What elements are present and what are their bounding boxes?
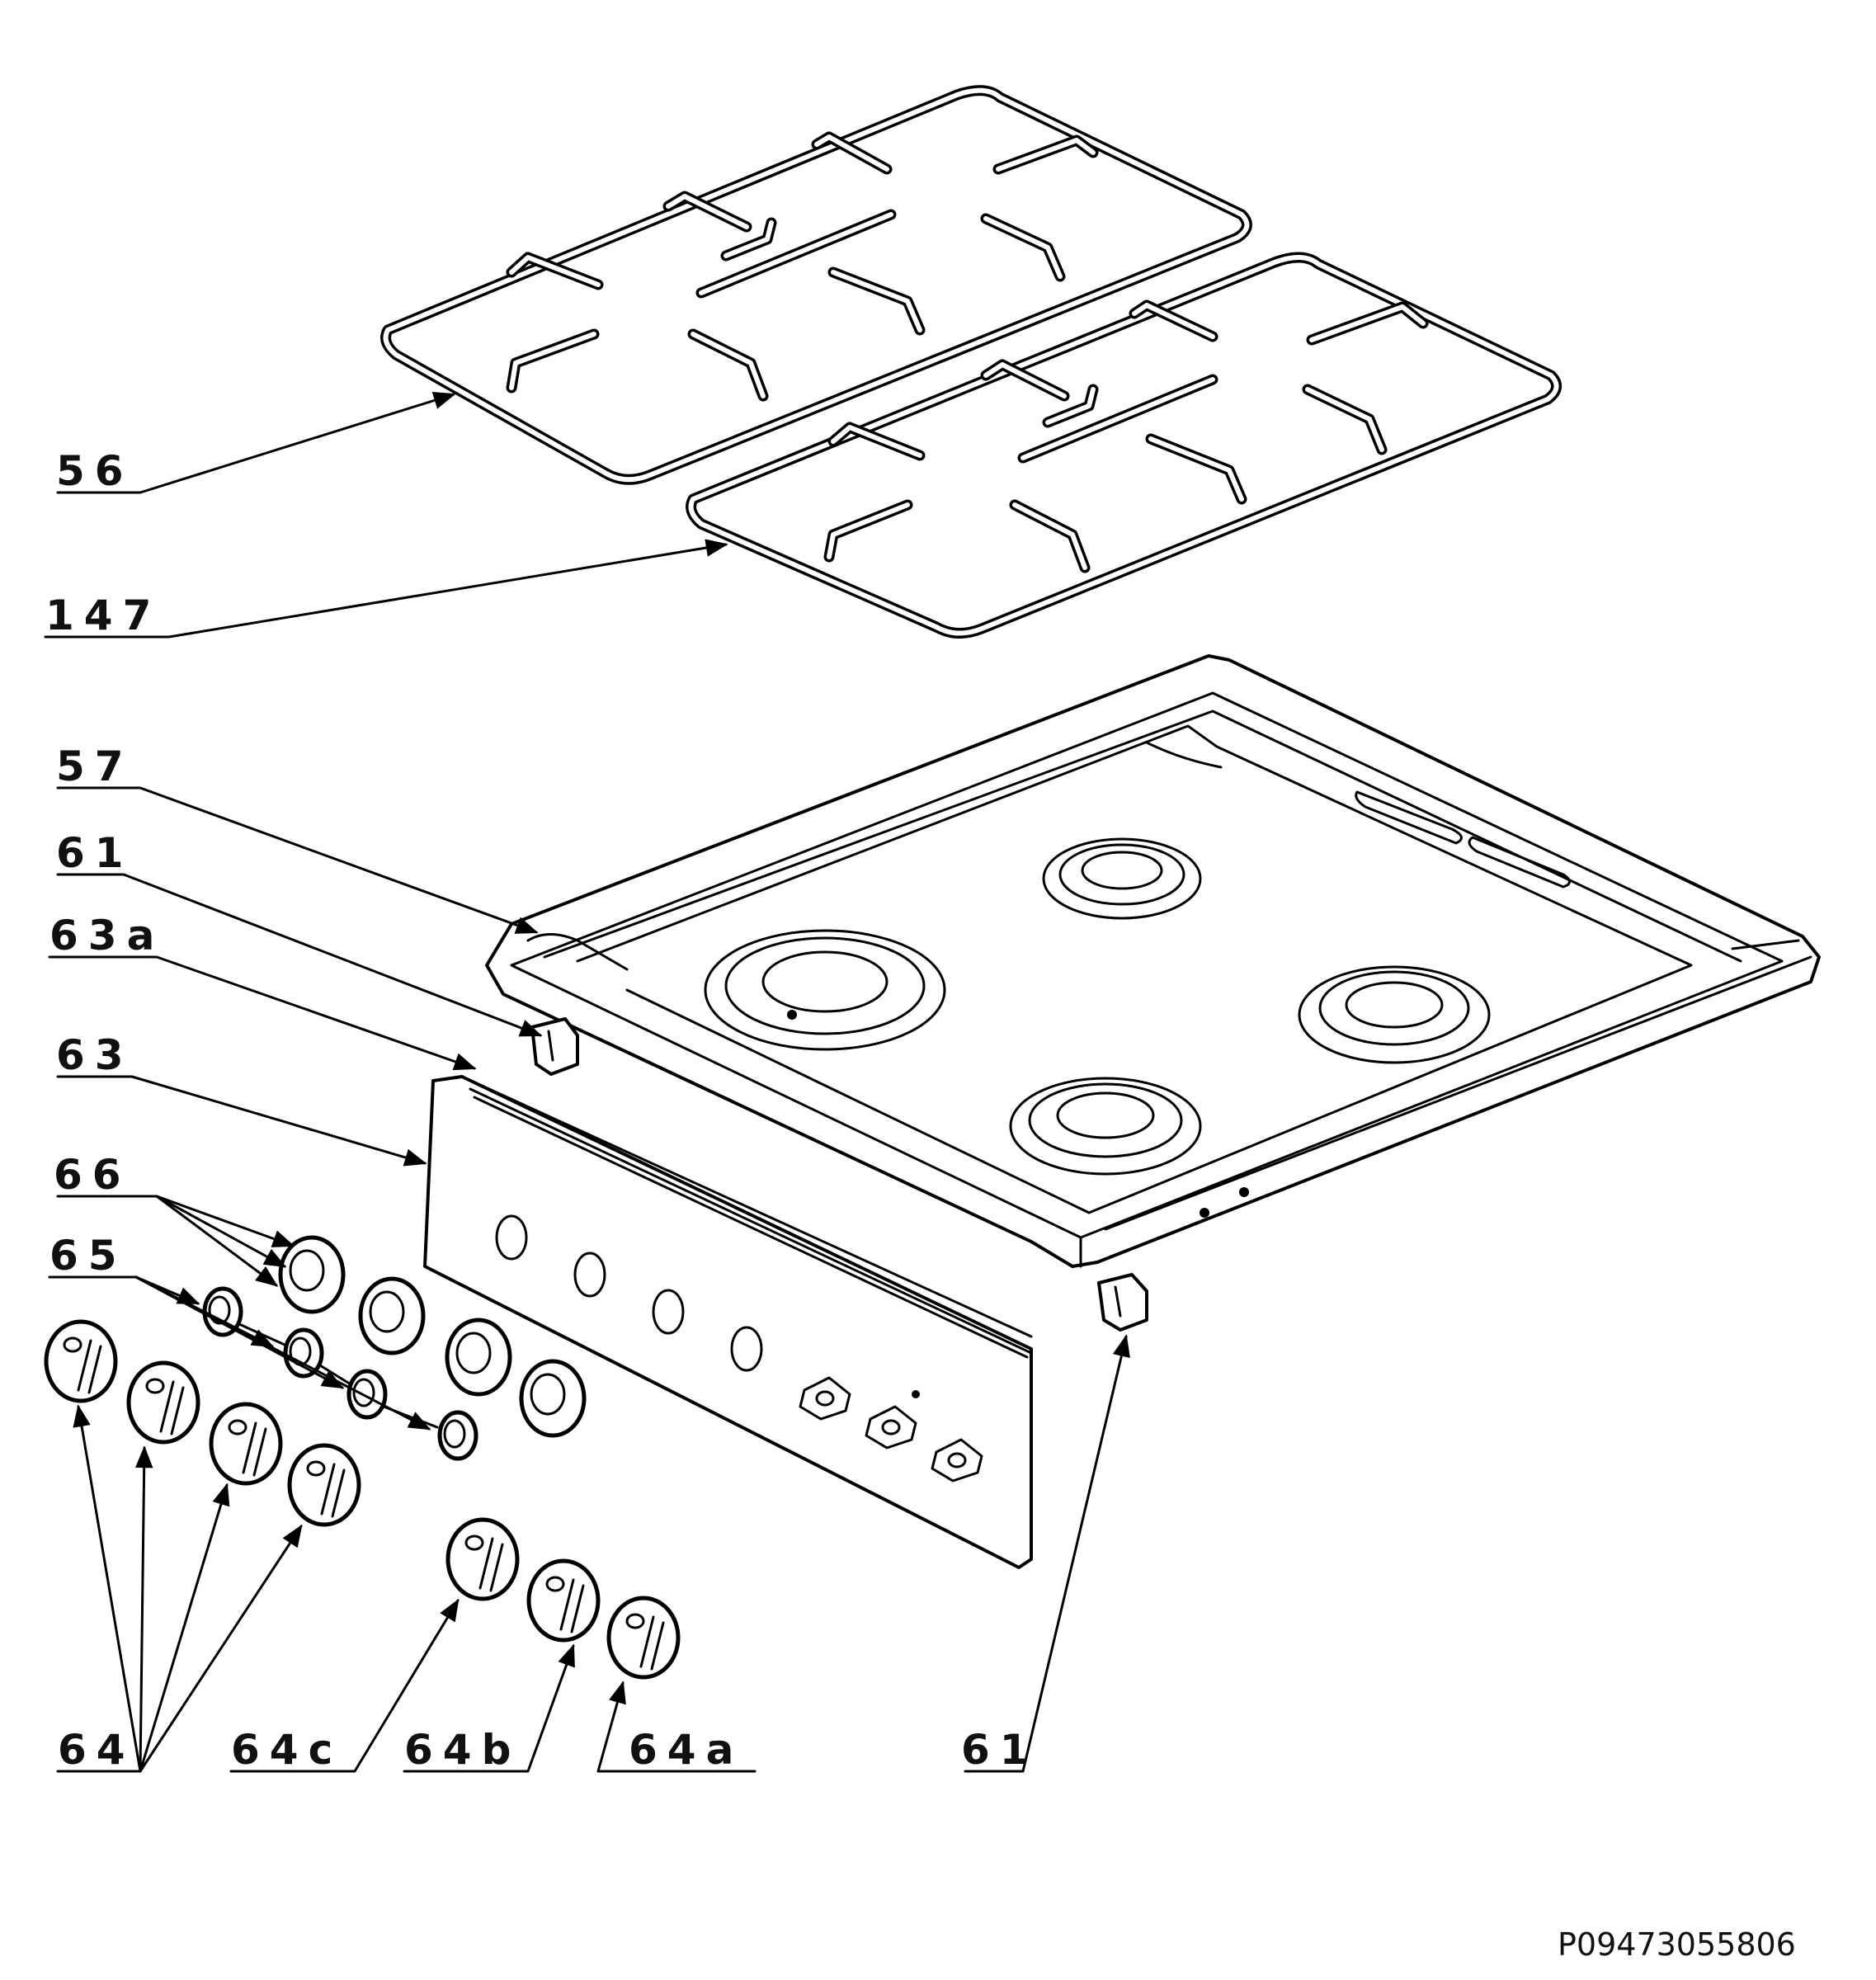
- knob-64a: [606, 1596, 681, 1680]
- callout-64: 64: [58, 1726, 135, 1774]
- leader-lines: [44, 391, 1130, 1773]
- burner-front-left-large: [704, 929, 946, 1051]
- callout-63: 63: [56, 1031, 134, 1079]
- callout-64b: 64b: [404, 1726, 521, 1774]
- burner-rear-right: [1298, 965, 1491, 1064]
- clip-61-right: [1097, 1273, 1148, 1332]
- callout-56: 56: [56, 447, 134, 495]
- springs-65: [202, 1286, 478, 1461]
- knob-64-2: [126, 1360, 200, 1445]
- hob-top-57: [485, 654, 1821, 1268]
- bezels-66: [278, 1235, 587, 1438]
- knob-64-1: [44, 1319, 118, 1403]
- callout-61-top: 61: [56, 829, 134, 877]
- burner-front-center: [1009, 1077, 1202, 1176]
- knob-64-3: [209, 1402, 283, 1486]
- callout-57: 57: [56, 742, 134, 790]
- control-panel-63: [423, 1075, 1033, 1569]
- callout-61-bottom: 61: [961, 1726, 1039, 1774]
- knob-64b: [526, 1558, 601, 1643]
- callout-labels: 56 147 57 61 63a 63 66 65 64 64c 64b 64a…: [45, 447, 1796, 1963]
- callout-63a: 63a: [49, 912, 164, 959]
- drawing-code: P09473055806: [1558, 1926, 1796, 1963]
- clip-61-left: [530, 1017, 579, 1076]
- callout-147: 147: [45, 592, 161, 639]
- knobs-64: [44, 1319, 681, 1680]
- burner-rear-left: [1042, 837, 1202, 920]
- callout-66: 66: [54, 1151, 131, 1199]
- pan-support-147: [686, 252, 1562, 639]
- callout-65: 65: [49, 1232, 127, 1280]
- callout-64a: 64a: [629, 1726, 743, 1774]
- callout-64c: 64c: [231, 1726, 342, 1774]
- knob-64-4: [287, 1443, 361, 1527]
- pan-support-56: [380, 85, 1252, 485]
- knob-64c: [445, 1517, 520, 1601]
